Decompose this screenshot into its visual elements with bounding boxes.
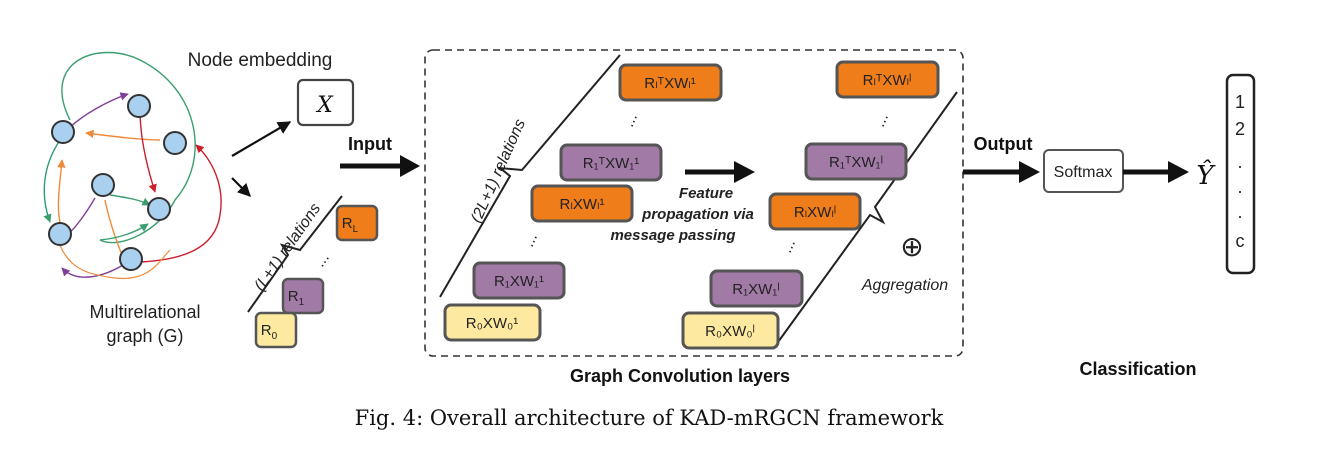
layerl-r0-text: R₀XW₀ˡ <box>705 323 755 340</box>
layerl-r0-box <box>681 311 780 350</box>
relation-rl-base: R <box>342 215 353 232</box>
svg-text:R0: R0 <box>261 322 278 342</box>
aggregation-symbol: ⊕ <box>900 231 923 262</box>
input-label: Input <box>348 134 392 154</box>
layer1-r1-text: R₁XW₁¹ <box>494 273 544 290</box>
arrow-to-x <box>231 121 292 157</box>
x-box <box>296 78 355 127</box>
relation-r0: R0 <box>254 311 298 349</box>
output-vector <box>1225 73 1256 275</box>
relation-r1-sub: 1 <box>299 297 305 308</box>
graph-edge <box>139 144 222 263</box>
layer1-r0-box <box>443 303 542 342</box>
gcn-relations-label: (2L+1) relations <box>468 117 529 226</box>
output-vector-entry: 1 <box>1235 92 1245 112</box>
output-arrow-head <box>1019 161 1040 183</box>
classification-title: Classification <box>1079 359 1196 379</box>
layerl-r1t-box <box>804 142 908 181</box>
output-vector-entry: 2 <box>1235 119 1245 139</box>
relation-ellipsis: ... <box>311 250 333 271</box>
graph-node <box>51 120 75 144</box>
layer1-r1t-box <box>559 143 663 182</box>
graph-node <box>119 247 143 271</box>
graph-node <box>147 197 171 221</box>
figure-caption: Fig. 4: Overall architecture of KAD-mRGC… <box>355 406 944 430</box>
relation-r1: R1 <box>281 277 325 315</box>
relation-r1-base: R <box>288 288 299 305</box>
output-vector-entry: . <box>1237 152 1242 172</box>
layerl-rlt-box <box>835 60 940 99</box>
svg-text:R1: R1 <box>288 288 305 308</box>
graph-edge <box>61 261 129 278</box>
layer1-mid-ellipsis: ... <box>520 231 541 250</box>
relation-rl: RL <box>335 204 379 242</box>
graph-label-line2: graph (G) <box>106 326 183 346</box>
graph-edge <box>59 244 171 280</box>
layer1-rl-text: RₗXWₗ¹ <box>560 196 605 213</box>
graph-edge <box>109 194 151 206</box>
l1-relations-brace <box>247 195 343 313</box>
layer1-r1t-text: R₁ᵀXW₁¹ <box>583 155 640 172</box>
relation-r0-sub: 0 <box>272 331 278 342</box>
layerl-rlt-text: RₗᵀXWₗˡ <box>863 72 912 89</box>
layer1-rlt-text: RₗᵀXWₗ¹ <box>644 75 695 92</box>
multirelational-graph <box>43 51 222 280</box>
x-symbol: X <box>315 93 334 118</box>
layerl-top-ellipsis: ... <box>871 111 892 130</box>
graph-edge <box>43 139 61 223</box>
graph-edge <box>139 109 157 193</box>
graph-node <box>91 173 115 197</box>
node-embedding-title: Node embedding <box>188 50 333 71</box>
graph-edge <box>69 197 96 233</box>
arrow-to-relations <box>231 177 251 197</box>
layer1-rlt-box <box>618 63 723 102</box>
layerl-mid-ellipsis: ... <box>778 237 799 256</box>
layer1-top-ellipsis: ... <box>620 111 641 130</box>
layerl-rl-text: RₗXWₗˡ <box>794 204 836 221</box>
propagation-line1: Feature <box>679 185 733 202</box>
gcn-title: Graph Convolution layers <box>570 366 790 386</box>
svg-text:RL: RL <box>342 215 359 235</box>
relation-rl-sub: L <box>353 224 359 235</box>
input-arrow-head <box>400 155 420 177</box>
graph-edge <box>104 199 123 256</box>
graph-label-line1: Multirelational <box>89 302 200 322</box>
output-vector-entry: . <box>1237 177 1242 197</box>
layer1-r0-text: R₀XW₀¹ <box>466 315 518 332</box>
propagation-line3: message passing <box>610 227 735 244</box>
output-vector-entry: . <box>1237 202 1242 222</box>
propagation-arrow-head <box>734 161 755 183</box>
propagation-line2: propagation via <box>641 206 754 223</box>
graph-node <box>163 131 187 155</box>
gcn-relations-brace <box>439 54 621 298</box>
softmax-arrow-head <box>1168 161 1189 183</box>
layer1-r1-box <box>472 261 566 300</box>
layer1-rl-box <box>530 184 634 223</box>
layerl-r1t-text: R₁ᵀXW₁ˡ <box>829 154 883 171</box>
layerl-r1-text: R₁XW₁ˡ <box>732 281 779 298</box>
graph-node <box>48 222 72 246</box>
relation-r0-base: R <box>261 322 272 339</box>
layerl-rl-box <box>768 192 862 231</box>
graph-edge <box>85 129 161 141</box>
aggregation-label: Aggregation <box>861 277 948 294</box>
softmax-label: Softmax <box>1054 164 1113 181</box>
gcn-dashed-box <box>424 49 964 357</box>
output-vector-entry: c <box>1236 231 1245 251</box>
output-label: Output <box>974 134 1033 154</box>
layerl-r1-box <box>709 269 804 308</box>
graph-edge <box>99 223 149 241</box>
graph-edge <box>57 159 66 231</box>
graph-node <box>127 94 151 118</box>
y-hat-symbol: Ŷ <box>1196 159 1216 191</box>
